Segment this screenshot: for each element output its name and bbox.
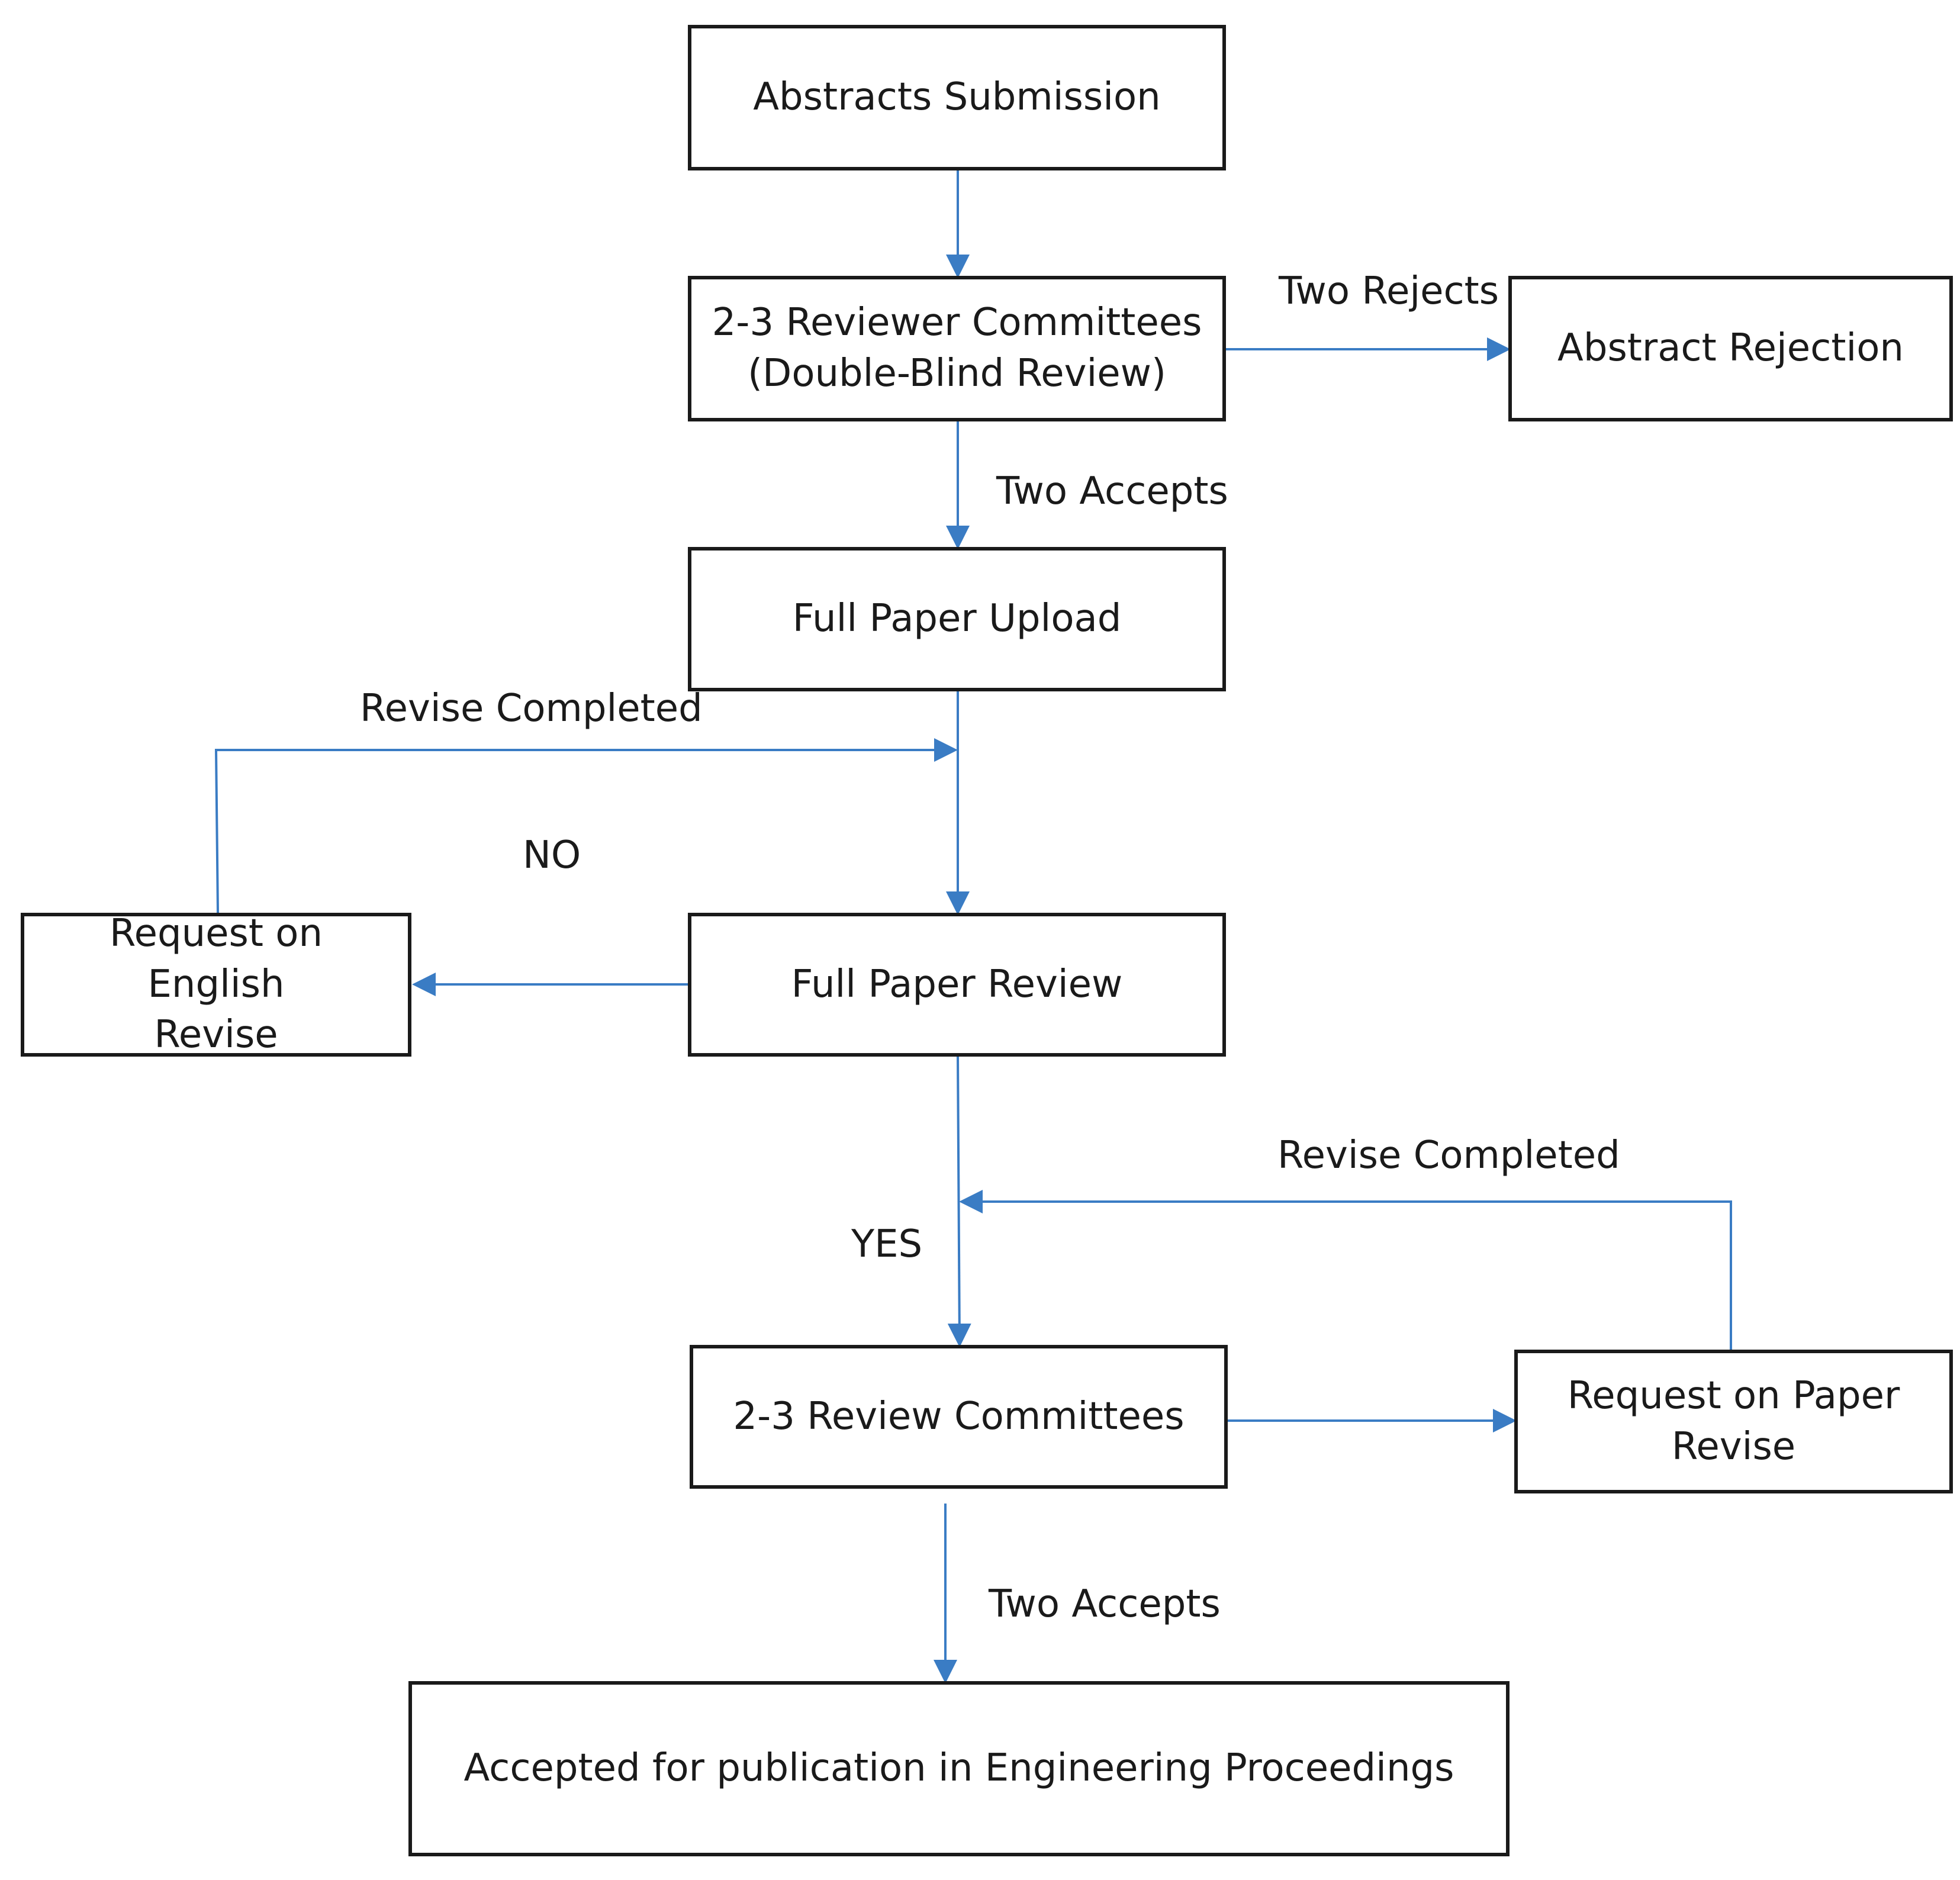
abstract-rejection-box: Abstract Rejection <box>1508 276 1953 421</box>
double-blind-review-label: (Double-Blind Review) <box>748 352 1166 395</box>
two-accepts-label: Two Accepts <box>996 469 1228 513</box>
abstracts-submission-box: Abstracts Submission <box>688 25 1226 170</box>
two-rejects-label: Two Rejects <box>1279 269 1499 313</box>
paper-revise-completed-label: Revise Completed <box>1277 1134 1620 1177</box>
abstract-rejection-label: Abstract Rejection <box>1557 326 1904 371</box>
full-paper-upload-label: Full Paper Upload <box>792 597 1122 641</box>
reviewer-committees-box: 2-3 Reviewer Committees (Double-Blind Re… <box>688 276 1226 421</box>
full-paper-review-label: Full Paper Review <box>791 962 1123 1006</box>
english-revise-completed-label: Revise Completed <box>360 687 703 730</box>
paper-revise-label-line2: Revise <box>1671 1424 1796 1469</box>
paper-revise-box: Request on Paper Revise <box>1514 1350 1953 1493</box>
yes-label: YES <box>851 1222 923 1266</box>
abstracts-submission-label: Abstracts Submission <box>753 75 1161 120</box>
full-paper-review-box: Full Paper Review <box>688 913 1226 1057</box>
english-revise-box: Request on English Revise <box>21 912 411 1057</box>
no-label: NO <box>523 833 581 877</box>
review-committees-label: 2-3 Review Committees <box>733 1394 1185 1438</box>
arrow-review-to-committees <box>947 1056 971 1347</box>
arrow-paper-revise-return <box>959 1190 1732 1350</box>
full-paper-upload-box: Full Paper Upload <box>688 547 1226 691</box>
paper-revise-label: Request on Paper <box>1567 1373 1900 1418</box>
review-committees-box: 2-3 Review Committees <box>690 1345 1228 1489</box>
english-revise-label-line2: Revise <box>154 1013 278 1057</box>
arrow-english-revise-return <box>214 738 958 913</box>
reviewer-committees-label: 2-3 Reviewer Committees <box>712 301 1202 345</box>
accepted-label: Accepted for publication in Engineering … <box>464 1746 1454 1791</box>
accepted-box: Accepted for publication in Engineering … <box>408 1681 1510 1856</box>
final-two-accepts-label: Two Accepts <box>989 1582 1221 1626</box>
english-revise-label: Request on English <box>109 911 323 1006</box>
